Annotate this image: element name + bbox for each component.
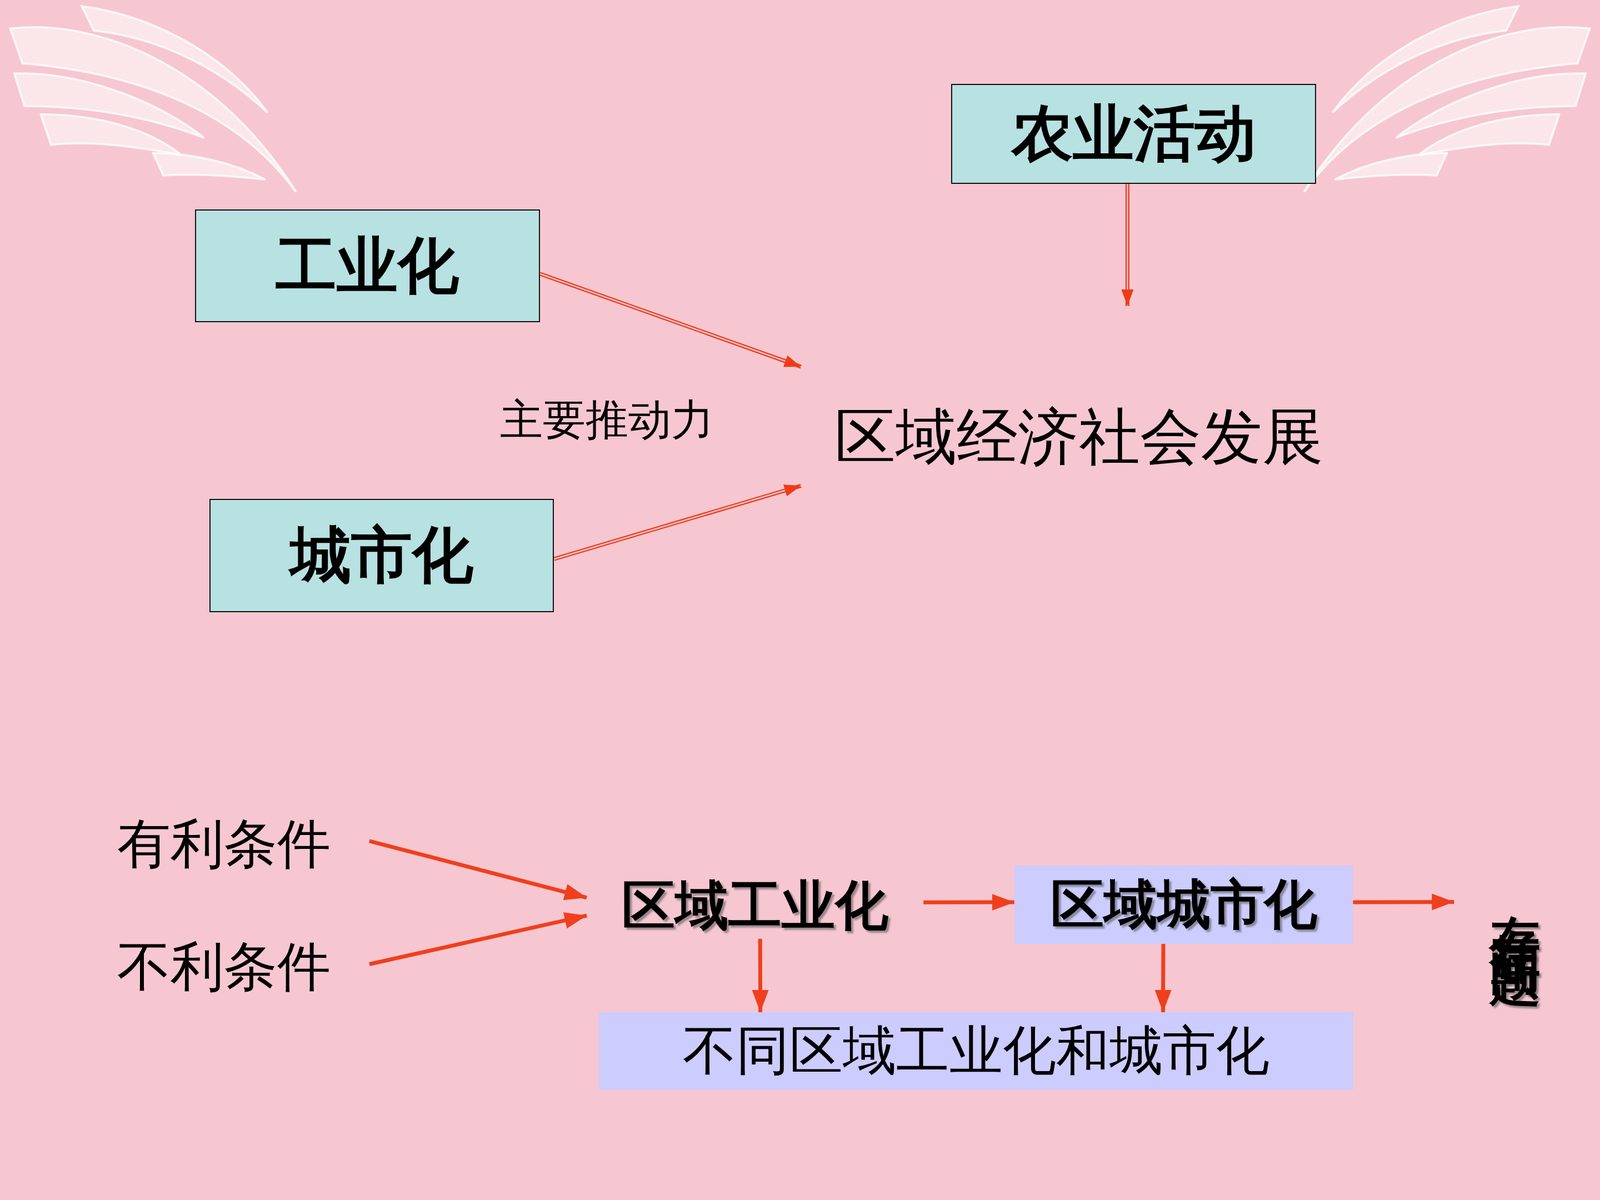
process-box: 农业活动 (951, 83, 1317, 184)
connector-line (758, 938, 763, 1013)
connector-arrow (553, 485, 802, 559)
connector-line (553, 485, 802, 559)
process-box: 城市化 (209, 498, 555, 613)
connector-line (1125, 183, 1130, 307)
node-text: 城市化 (290, 521, 474, 589)
feather (1418, 114, 1559, 155)
node-text: 工业化 (275, 232, 459, 300)
result-text: 存在问题 (1453, 760, 1577, 1046)
annotation-label: 主要推动力 (500, 396, 714, 444)
node-text: 区域城市化 (1050, 875, 1318, 934)
connector-line (540, 273, 802, 367)
feather (81, 6, 268, 113)
connector-line (553, 485, 802, 559)
node-text: 有利条件 (117, 815, 331, 874)
feather (1334, 153, 1447, 180)
wing-left (10, 6, 296, 192)
connector-arrow (369, 841, 587, 898)
connector-arrow (1127, 183, 1128, 307)
feather (1332, 6, 1519, 113)
target-text: 区域经济社会发展 (801, 306, 1358, 531)
wing-right (1303, 6, 1590, 192)
connector-line (1352, 900, 1454, 905)
feather (40, 114, 182, 155)
connector-arrow (760, 938, 761, 1013)
condition-text: 有利条件 (117, 811, 370, 878)
connector-line (1126, 183, 1129, 307)
connector-line (923, 900, 1014, 905)
connector-arrow (369, 915, 587, 965)
node-text: 不利条件 (117, 937, 331, 997)
connector-arrow (1352, 901, 1454, 903)
connector-line (540, 273, 802, 367)
stage-text: 区域工业化 (586, 872, 924, 939)
node-text: 区域工业化 (621, 876, 889, 935)
process-box: 工业化 (195, 209, 540, 323)
feather (153, 153, 266, 180)
connector-arrow (540, 273, 802, 367)
connector-line (369, 841, 587, 898)
feather (10, 27, 296, 192)
stage-box: 区域城市化 (1014, 865, 1354, 944)
node-text: 存在问题 (1487, 874, 1544, 932)
node-text: 不同区域工业化和城市化 (682, 1021, 1270, 1080)
node-text: 农业活动 (1011, 100, 1257, 168)
stage-box: 不同区域工业化和城市化 (598, 1012, 1353, 1090)
node-text: 区域经济社会发展 (834, 403, 1324, 471)
connector-line (1161, 943, 1166, 1013)
feather (1303, 27, 1590, 192)
connector-arrow (1162, 943, 1164, 1013)
connector-line (369, 915, 587, 965)
condition-text: 不利条件 (117, 933, 370, 1000)
connector-arrow (923, 902, 1014, 903)
